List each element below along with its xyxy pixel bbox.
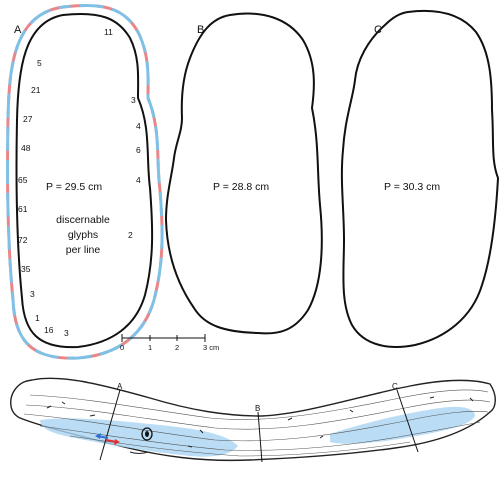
glyph-count-left: 5 — [37, 58, 42, 68]
perimeter-b: P = 28.8 cm — [213, 181, 269, 193]
glyph-count-right: 11 — [104, 27, 113, 37]
panel-label-c: C — [374, 24, 382, 36]
glyph-note-line: per line — [66, 244, 101, 256]
section-line-b — [257, 411, 263, 463]
glyph-count-left: 3 — [64, 328, 69, 338]
knot-mark — [141, 427, 153, 441]
cross-section-a: A P = 29.5 cm 5 21 27 48 65 61 72 35 3 1… — [6, 3, 164, 360]
panel-label-b: B — [197, 24, 204, 36]
perimeter-a: P = 29.5 cm — [46, 181, 102, 193]
cross-section-b: B P = 28.8 cm — [164, 12, 323, 335]
scale-tick-label: 3 cm — [203, 343, 219, 352]
text-region-right — [330, 406, 475, 444]
cross-section-c: C P = 30.3 cm — [340, 9, 500, 348]
glyph-count-left: 48 — [21, 143, 31, 153]
section-line-c — [396, 389, 419, 453]
scale-bar: 0 1 2 3 cm — [120, 334, 219, 352]
perimeter-c: P = 30.3 cm — [384, 181, 440, 193]
glyph-count-right: 4 — [136, 121, 141, 131]
section-label-c: C — [392, 382, 398, 391]
glyph-count-left: 61 — [18, 204, 28, 214]
section-outline-a — [15, 12, 154, 349]
glyph-count-left: 1 — [35, 313, 40, 323]
glyph-count-left: 72 — [18, 235, 28, 245]
glyph-count-right: 4 — [136, 175, 141, 185]
section-label-a: A — [117, 382, 123, 391]
glyph-count-left: 27 — [23, 114, 33, 124]
glyph-count-left: 3 — [30, 289, 35, 299]
scale-tick-label: 0 — [120, 343, 124, 352]
scale-tick-label: 2 — [175, 343, 179, 352]
text-region-left — [40, 418, 238, 457]
scale-tick-label: 1 — [148, 343, 152, 352]
glyph-line-border-blue — [6, 3, 164, 360]
glyph-count-left: 65 — [18, 175, 28, 185]
tablet-drawing: A B C — [10, 377, 496, 463]
glyph-note-line: glyphs — [68, 229, 98, 241]
section-outline-b — [164, 12, 323, 335]
glyph-count-right: 3 — [131, 95, 136, 105]
glyph-count-right: 2 — [128, 230, 133, 240]
section-label-b: B — [255, 404, 260, 413]
section-outline-c — [340, 9, 500, 348]
glyph-count-right: 6 — [136, 145, 141, 155]
panel-label-a: A — [14, 24, 22, 36]
glyph-count-left: 21 — [31, 85, 41, 95]
glyph-count-left: 16 — [44, 325, 54, 335]
glyph-note-line: discernable — [56, 214, 110, 226]
reading-direction-arrows — [95, 433, 120, 445]
section-line-a — [99, 389, 121, 461]
glyph-count-left: 35 — [21, 264, 31, 274]
